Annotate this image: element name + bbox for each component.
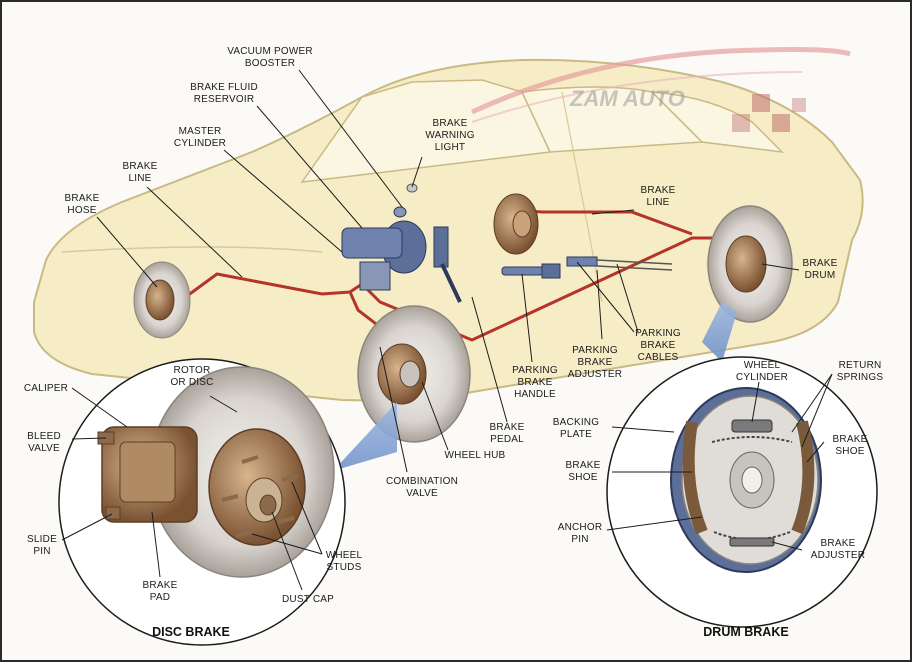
label-brake-pad-1: BRAKE xyxy=(143,580,178,591)
label-parking-handle-1: PARKING xyxy=(512,365,558,376)
rear-left-drum xyxy=(493,193,539,255)
leader-lines xyxy=(61,69,833,591)
label-brake-line-rear-2: LINE xyxy=(646,197,669,208)
label-wheel-studs-1: WHEEL xyxy=(326,550,363,561)
label-brake-pad-2: PAD xyxy=(150,592,170,603)
label-brake-adjuster-2: ADJUSTER xyxy=(811,550,865,561)
label-parking-handle-2: BRAKE xyxy=(518,377,553,388)
disc-brake-detail xyxy=(58,358,346,646)
label-brake-hose-2: HOSE xyxy=(67,205,96,216)
label-rotor-1: ROTOR xyxy=(174,365,211,376)
master-cylinder-assembly xyxy=(341,183,462,303)
label-brake-shoe-right-1: BRAKE xyxy=(833,434,868,445)
watermark-text: ZAM AUTO xyxy=(569,86,685,111)
label-backing-plate-1: BACKING xyxy=(553,417,599,428)
label-warning-light-1: BRAKE xyxy=(433,118,468,129)
label-parking-handle-3: HANDLE xyxy=(514,389,556,400)
label-fluid-reservoir-2: RESERVOIR xyxy=(194,94,255,105)
label-brake-pedal-2: PEDAL xyxy=(490,434,524,445)
label-wheel-cylinder-2: CYLINDER xyxy=(736,372,788,383)
label-brake-shoe-left-2: SHOE xyxy=(568,472,597,483)
brake-lines xyxy=(171,208,742,353)
front-right-rotor xyxy=(357,305,471,443)
label-return-springs-2: SPRINGS xyxy=(837,372,884,383)
label-parking-adjuster-1: PARKING xyxy=(572,345,618,356)
label-anchor-pin-1: ANCHOR xyxy=(558,522,603,533)
label-caliper: CALIPER xyxy=(24,383,68,394)
label-bleed-valve-2: VALVE xyxy=(28,443,60,454)
label-brake-drum-2: DRUM xyxy=(805,270,836,281)
label-brake-hose-1: BRAKE xyxy=(65,193,100,204)
label-warning-light-2: WARNING xyxy=(425,130,474,141)
label-vacuum-booster-2: BOOSTER xyxy=(245,58,295,69)
label-rotor-2: OR DISC xyxy=(170,377,213,388)
label-brake-line-rear-1: BRAKE xyxy=(641,185,676,196)
label-slide-pin-2: PIN xyxy=(33,546,50,557)
label-wheel-studs-2: STUDS xyxy=(327,562,362,573)
watermark-logo: ZAM AUTO xyxy=(470,47,851,132)
label-wheel-cylinder-1: WHEEL xyxy=(744,360,781,371)
label-wheel-hub: WHEEL HUB xyxy=(445,450,506,461)
label-anchor-pin-2: PIN xyxy=(571,534,588,545)
label-parking-cables-2: BRAKE xyxy=(641,340,676,351)
label-brake-adjuster-1: BRAKE xyxy=(821,538,856,549)
label-parking-adjuster-2: BRAKE xyxy=(578,357,613,368)
label-brake-line-front-1: BRAKE xyxy=(123,161,158,172)
label-parking-cables-1: PARKING xyxy=(635,328,681,339)
part-labels: VACUUM POWER BOOSTER BRAKE FLUID RESERVO… xyxy=(24,46,883,605)
label-master-cylinder-2: CYLINDER xyxy=(174,138,226,149)
disc-brake-title: DISC BRAKE xyxy=(152,625,230,639)
drum-brake-title: DRUM BRAKE xyxy=(703,625,788,639)
rear-right-drum xyxy=(707,205,793,323)
label-combination-valve-2: VALVE xyxy=(406,488,438,499)
parking-brake-hardware xyxy=(501,256,673,279)
label-combination-valve-1: COMBINATION xyxy=(386,476,458,487)
label-backing-plate-2: PLATE xyxy=(560,429,592,440)
zoom-pointers xyxy=(302,302,737,480)
label-master-cylinder-1: MASTER xyxy=(179,126,222,137)
label-bleed-valve-1: BLEED xyxy=(27,431,61,442)
front-left-rotor xyxy=(133,261,191,339)
label-brake-drum-1: BRAKE xyxy=(803,258,838,269)
label-parking-cables-3: CABLES xyxy=(638,352,679,363)
label-dust-cap: DUST CAP xyxy=(282,594,334,605)
label-vacuum-booster-1: VACUUM POWER xyxy=(227,46,313,57)
label-fluid-reservoir-1: BRAKE FLUID xyxy=(190,82,258,93)
drum-brake-detail xyxy=(606,356,878,628)
label-brake-line-front-2: LINE xyxy=(128,173,151,184)
label-brake-shoe-right-2: SHOE xyxy=(835,446,864,457)
label-slide-pin-1: SLIDE xyxy=(27,534,57,545)
label-brake-pedal-1: BRAKE xyxy=(490,422,525,433)
label-brake-shoe-left-1: BRAKE xyxy=(566,460,601,471)
label-return-springs-1: RETURN xyxy=(839,360,882,371)
label-parking-adjuster-3: ADJUSTER xyxy=(568,369,622,380)
label-warning-light-3: LIGHT xyxy=(435,142,465,153)
